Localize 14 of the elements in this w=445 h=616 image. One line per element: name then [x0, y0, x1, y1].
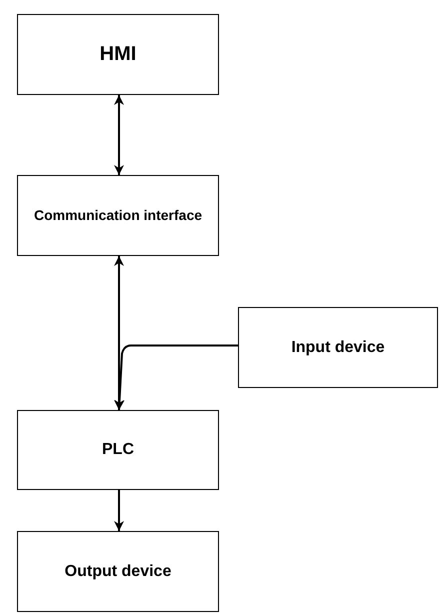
process-box — [238, 307, 438, 388]
box-label: Communication interface — [34, 206, 202, 224]
arrow — [114, 344, 238, 410]
process-box — [17, 410, 219, 490]
box-label: Input device — [291, 338, 385, 358]
box-label: PLC — [102, 440, 134, 460]
box-label: HMI — [100, 42, 136, 67]
process-box — [17, 175, 219, 256]
arrow — [114, 95, 124, 175]
process-box — [17, 531, 219, 612]
process-box — [17, 14, 219, 95]
box-label: Output device — [64, 562, 172, 582]
arrow — [114, 490, 124, 531]
arrow — [114, 256, 124, 410]
